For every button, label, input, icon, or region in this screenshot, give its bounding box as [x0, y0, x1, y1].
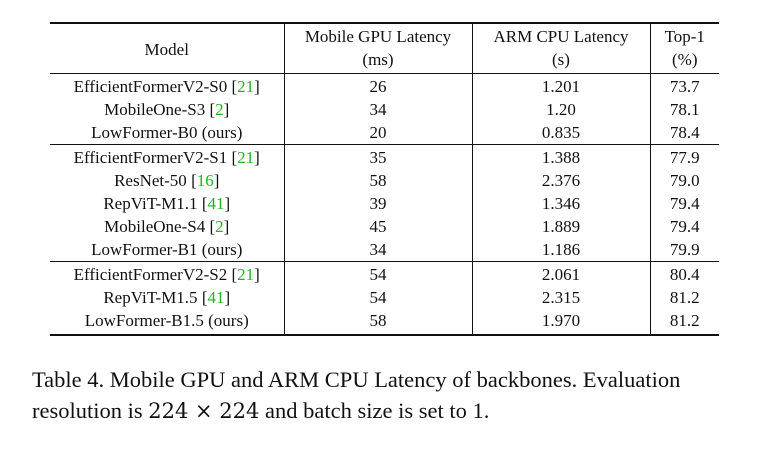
header-model: Model [50, 22, 285, 74]
citation-link[interactable]: 41 [207, 194, 225, 213]
cell-gpu-latency: 54 [284, 261, 473, 286]
model-name: RepViT-M1.1 [103, 194, 198, 213]
cell-cpu-latency: 1.388 [472, 144, 651, 169]
latency-table: Model Mobile GPU Latency ARM CPU Latency… [50, 22, 719, 336]
model-name: EfficientFormerV2-S0 [73, 77, 228, 96]
cell-model: RepViT-M1.5 [41] [50, 286, 285, 309]
model-name: MobileOne-S3 [104, 100, 206, 119]
cell-cpu-latency: 2.061 [472, 261, 651, 286]
caption-text-after: and batch size is set to 1. [265, 398, 490, 423]
cell-model: MobileOne-S4 [2] [50, 215, 285, 238]
citation-link[interactable]: 21 [237, 77, 255, 96]
header-top1: Top-1 [650, 22, 719, 48]
model-name: LowFormer-B1 (ours) [91, 240, 243, 259]
cell-top1: 81.2 [650, 309, 719, 336]
cell-cpu-latency: 1.970 [472, 309, 651, 336]
model-name: EfficientFormerV2-S1 [73, 148, 228, 167]
cell-gpu-latency: 34 [284, 98, 473, 121]
cell-gpu-latency: 58 [284, 309, 473, 336]
caption-math: 224 × 224 [148, 399, 260, 423]
citation-link[interactable]: 41 [207, 288, 225, 307]
cell-model: ResNet-50 [16] [50, 169, 285, 192]
cell-cpu-latency: 1.201 [472, 73, 651, 98]
caption-text-before: Mobile GPU and ARM CPU Latency of backbo… [32, 367, 681, 423]
caption-label: Table 4. [32, 367, 105, 392]
cell-cpu-latency: 1.186 [472, 238, 651, 262]
cell-top1: 78.1 [669, 100, 700, 119]
cell-top1: 79.4 [669, 194, 700, 213]
cell-model: LowFormer-B1 (ours) [50, 238, 285, 262]
cell-top1: 80.4 [650, 261, 719, 286]
cell-model: RepViT-M1.1 [41] [50, 192, 285, 215]
cell-top1: 79.0 [669, 171, 700, 190]
header-cpu-latency: ARM CPU Latency [472, 22, 651, 48]
cell-gpu-latency: 39 [284, 192, 473, 215]
cell-top1: 79.4 [669, 217, 700, 236]
cell-gpu-latency: 20 [284, 121, 473, 145]
cell-top1: 78.4 [669, 123, 700, 142]
cell-cpu-latency: 0.835 [472, 121, 651, 145]
cell-model: EfficientFormerV2-S1 [21] [50, 144, 285, 169]
cell-cpu-latency: 1.346 [472, 192, 651, 215]
results-table-container: Model Mobile GPU Latency ARM CPU Latency… [32, 22, 719, 423]
citation-link[interactable]: 16 [196, 171, 214, 190]
model-name: ResNet-50 [114, 171, 187, 190]
header-top1-unit: (%) [672, 50, 698, 69]
table-header: Model Mobile GPU Latency ARM CPU Latency… [50, 22, 719, 74]
cell-model: EfficientFormerV2-S2 [21] [50, 261, 285, 286]
model-name: EfficientFormerV2-S2 [73, 265, 228, 284]
model-name: LowFormer-B0 (ours) [91, 123, 243, 142]
model-name: RepViT-M1.5 [103, 288, 198, 307]
cell-cpu-latency: 1.20 [472, 98, 651, 121]
header-cpu-unit: (s) [472, 48, 651, 74]
cell-model: MobileOne-S3 [2] [50, 98, 285, 121]
citation-link[interactable]: 2 [215, 100, 224, 119]
cell-cpu-latency: 2.315 [472, 286, 651, 309]
header-gpu-unit: (ms) [284, 48, 473, 74]
cell-model: LowFormer-B1.5 (ours) [50, 309, 285, 336]
cell-model: LowFormer-B0 (ours) [50, 121, 285, 145]
cell-gpu-latency: 58 [284, 169, 473, 192]
citation-link[interactable]: 21 [237, 265, 255, 284]
cell-gpu-latency: 45 [284, 215, 473, 238]
cell-model: EfficientFormerV2-S0 [21] [50, 73, 285, 98]
cell-top1: 79.9 [669, 240, 700, 259]
cell-top1: 77.9 [650, 144, 719, 169]
citation-link[interactable]: 21 [237, 148, 255, 167]
cell-gpu-latency: 54 [284, 286, 473, 309]
model-name: MobileOne-S4 [104, 217, 206, 236]
cell-gpu-latency: 35 [284, 144, 473, 169]
header-gpu-latency: Mobile GPU Latency [284, 22, 473, 48]
table-caption: Table 4. Mobile GPU and ARM CPU Latency … [32, 364, 742, 427]
model-name: LowFormer-B1.5 (ours) [84, 311, 249, 330]
citation-link[interactable]: 2 [215, 217, 224, 236]
cell-cpu-latency: 2.376 [472, 169, 651, 192]
cell-top1: 73.7 [650, 73, 719, 98]
cell-gpu-latency: 26 [284, 73, 473, 98]
cell-top1: 81.2 [669, 288, 700, 307]
cell-gpu-latency: 34 [284, 238, 473, 262]
cell-cpu-latency: 1.889 [472, 215, 651, 238]
